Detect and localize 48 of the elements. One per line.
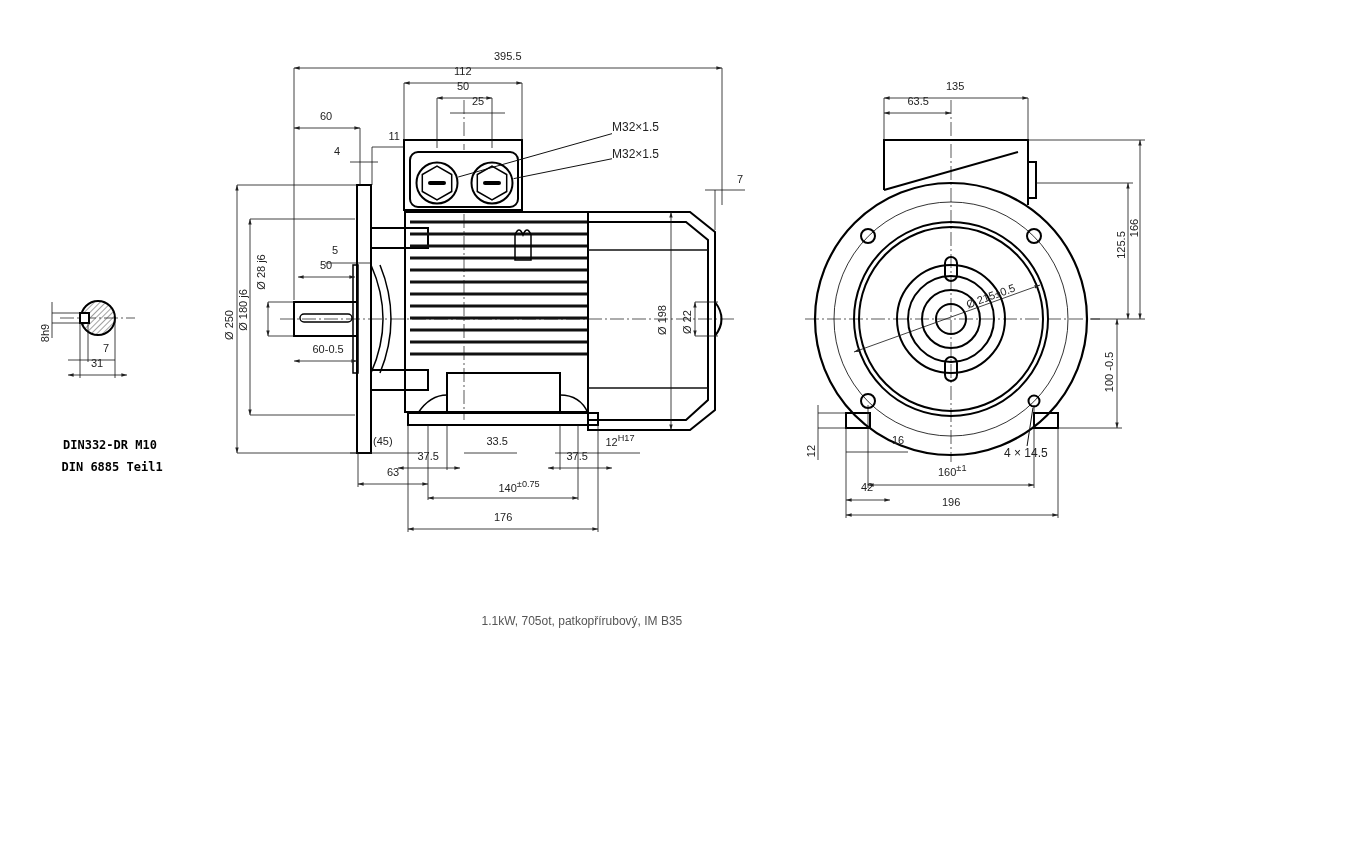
dimension-label: (45) bbox=[373, 435, 393, 447]
dimension-label: 31 bbox=[91, 357, 104, 369]
standard-note: DIN332-DR M10 bbox=[63, 439, 157, 451]
dimension-label: 160$^{±1}$ bbox=[938, 462, 967, 478]
dimension-label: 135 bbox=[946, 80, 965, 92]
leader-line bbox=[457, 133, 613, 178]
dimension-label: 100 -0.5 bbox=[1103, 351, 1116, 393]
dimension-label: 4 bbox=[334, 145, 341, 157]
bolt-hole bbox=[1027, 394, 1041, 408]
dimension-label: 33.5 bbox=[486, 435, 508, 447]
dimension-label: Ø 22 bbox=[680, 310, 693, 334]
dimension-label: 25 bbox=[472, 95, 485, 107]
dimension-label: Ø 250 bbox=[223, 310, 235, 340]
dimension-label: 176 bbox=[494, 511, 513, 523]
callout-label: M32×1.5 bbox=[612, 120, 660, 134]
callout-label: 4 × 14.5 bbox=[1004, 446, 1048, 460]
dimension-label: 63 bbox=[387, 466, 400, 478]
dimension-label: 395.5 bbox=[494, 50, 522, 62]
dimension-label: 37.5 bbox=[417, 450, 439, 462]
dimension-label: Ø 180 j6 bbox=[236, 289, 249, 331]
dimension-label: 50 bbox=[320, 259, 333, 271]
dimension-label: 8h9 bbox=[39, 323, 52, 343]
dimension-label: 196 bbox=[942, 496, 961, 508]
dimension-label: 63.5 bbox=[907, 95, 929, 107]
dimension-label: 5 bbox=[332, 244, 339, 256]
dimension-label: 37.5 bbox=[566, 450, 588, 462]
dimension-label: 50 bbox=[457, 80, 470, 92]
dimension-label: 11 bbox=[388, 130, 400, 142]
dimension-label: 112 bbox=[454, 65, 472, 77]
standard-note: DIN 6885 Teil1 bbox=[61, 461, 163, 473]
callout-label: M32×1.5 bbox=[612, 147, 660, 161]
dimension-label: 7 bbox=[103, 342, 110, 354]
dimension-label: 166 bbox=[1128, 218, 1141, 238]
dimension-label: 12 bbox=[805, 444, 818, 458]
cable-gland bbox=[415, 161, 459, 205]
dimension-label: 60 bbox=[320, 110, 333, 122]
dimension-label: 60-0.5 bbox=[312, 343, 344, 355]
dimension-label: 125.5 bbox=[1114, 231, 1127, 259]
leader-line bbox=[513, 158, 613, 180]
dimension-label: 7 bbox=[737, 173, 744, 185]
dimension-label: Ø 198 bbox=[656, 305, 668, 335]
caption: 1.1kW, 705ot, patkopřírubový, IM B35 bbox=[481, 615, 683, 627]
dimension-label: 12$^{H17}$ bbox=[605, 432, 635, 448]
dimension-label: Ø 28 j6 bbox=[254, 254, 267, 290]
dimension-label: 16 bbox=[892, 434, 905, 446]
cable-gland bbox=[470, 161, 514, 205]
dimension-label: 140$^{±0.75}$ bbox=[498, 478, 540, 494]
leader-line bbox=[1026, 407, 1034, 447]
